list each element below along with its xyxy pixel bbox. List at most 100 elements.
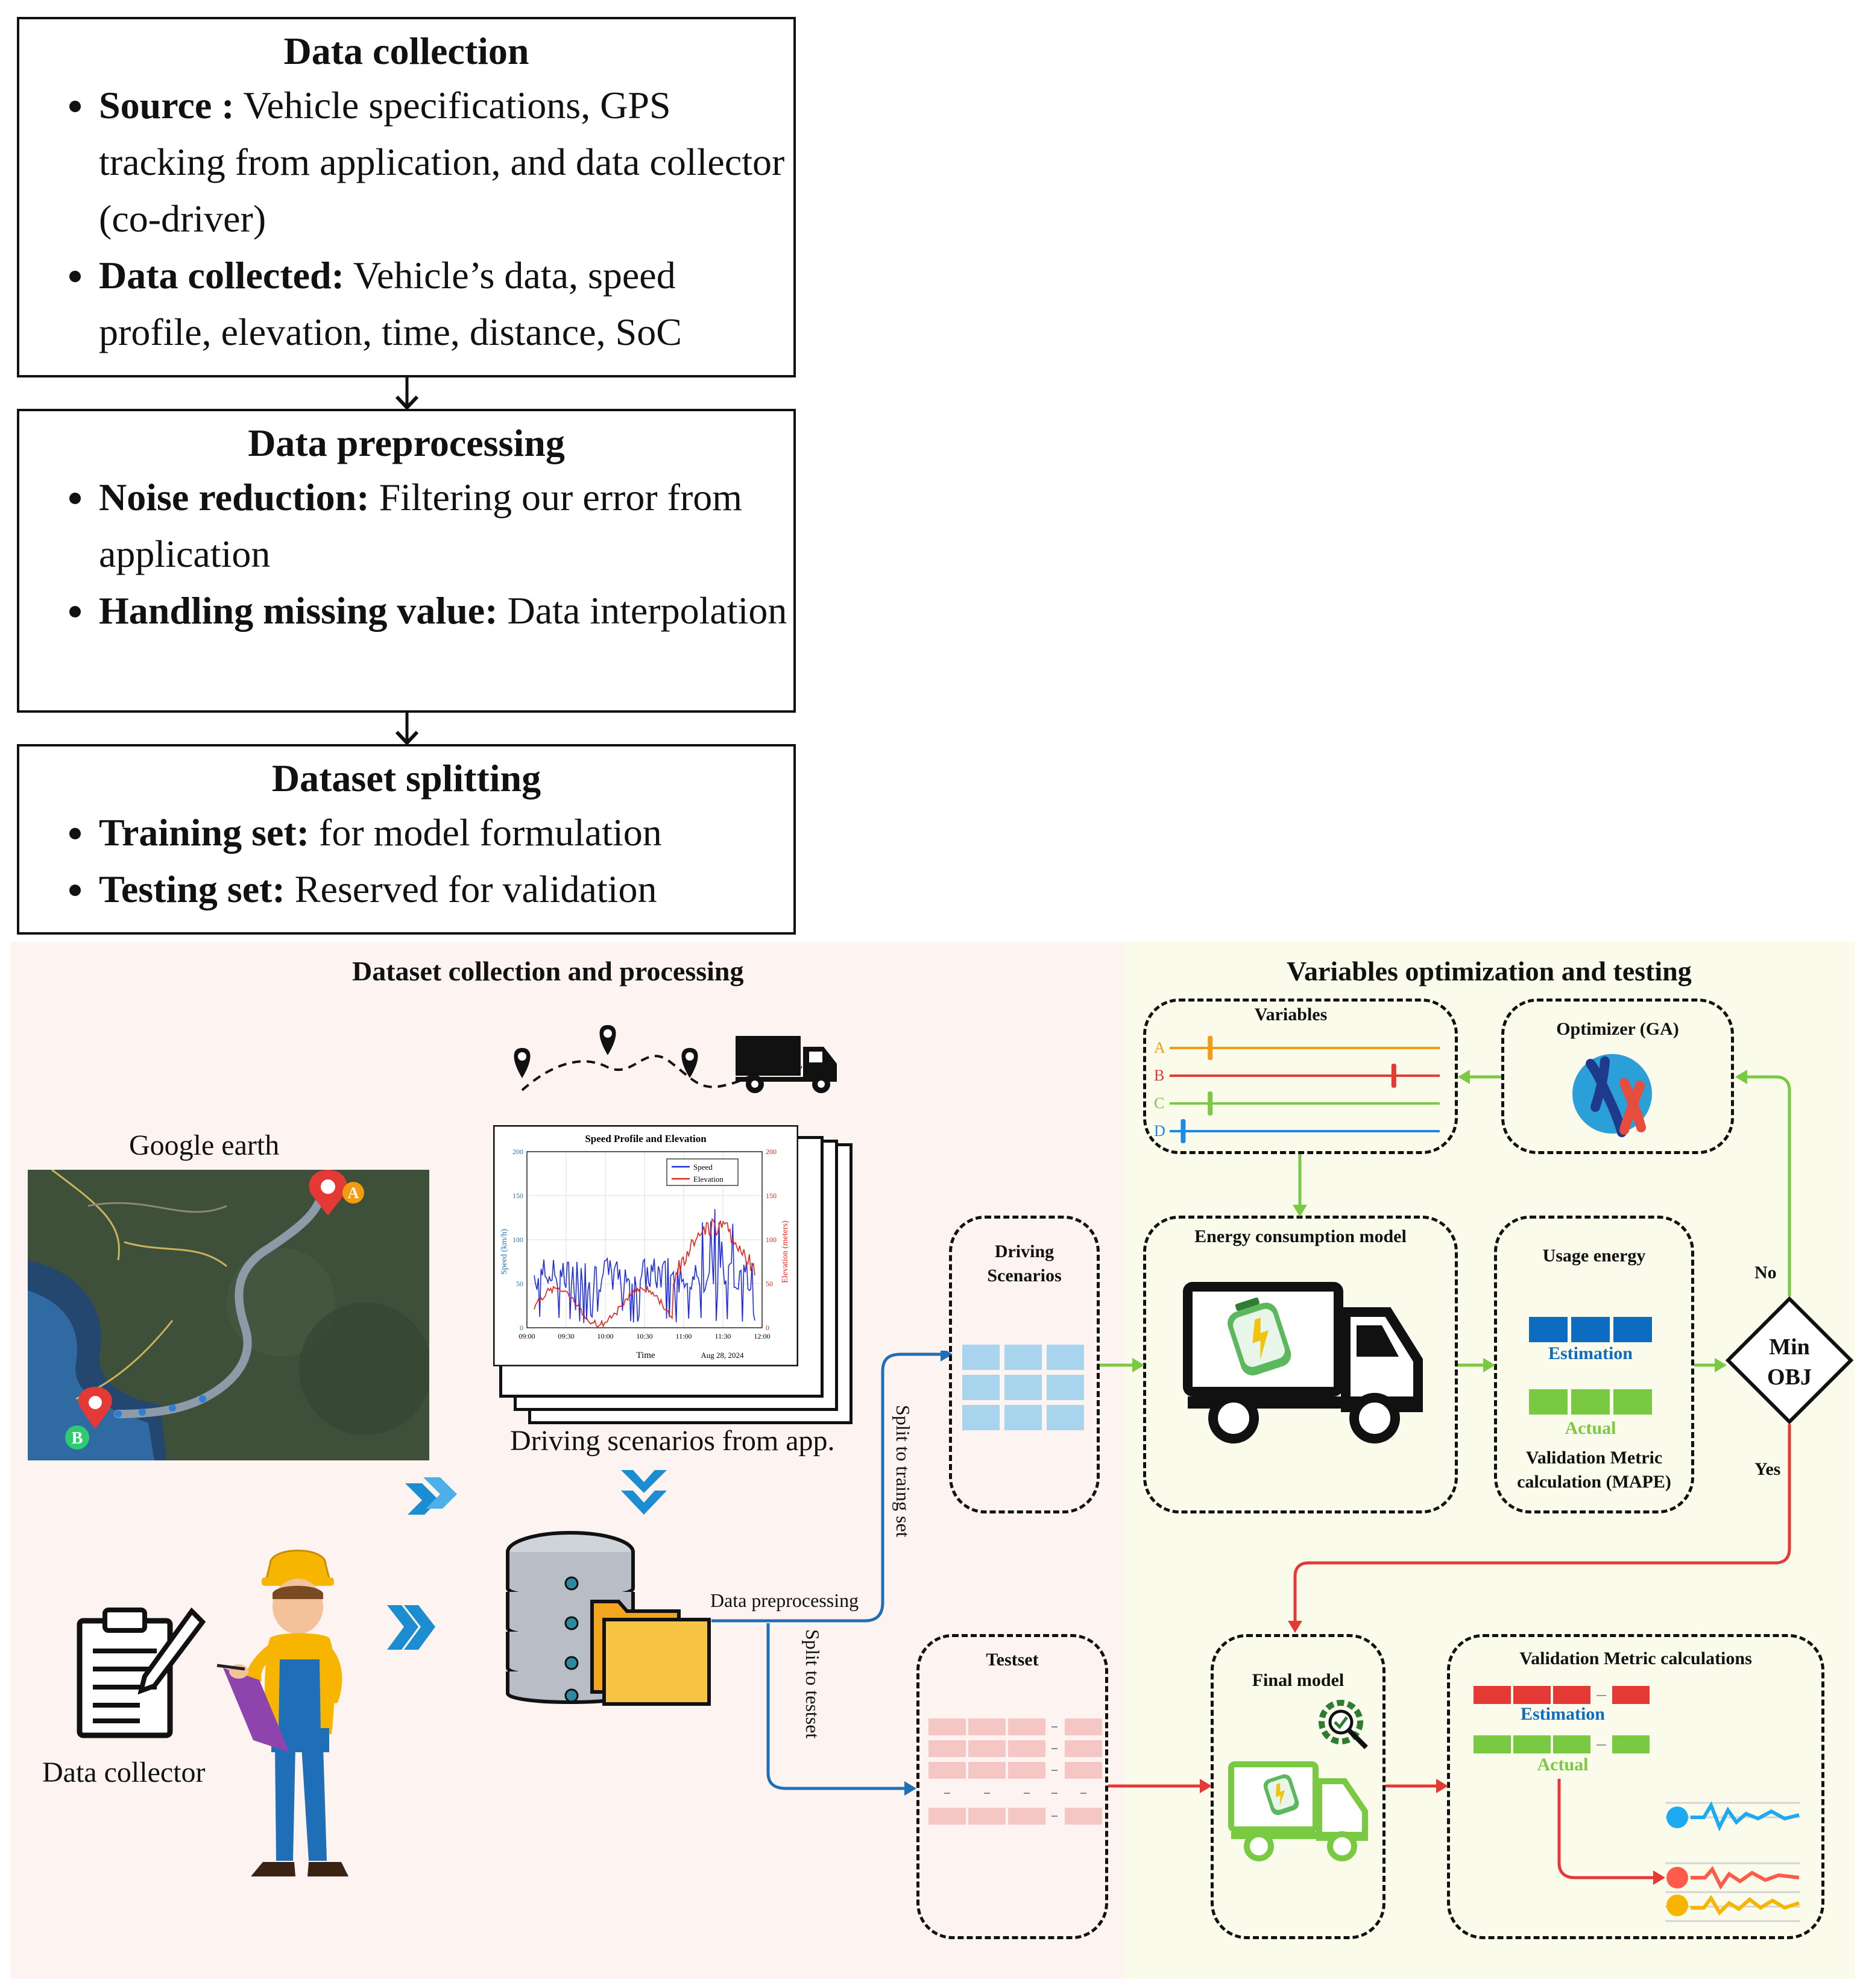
speed-elevation-chart: Speed Profile and Elevation 09:00 09:30 10… xyxy=(493,1125,798,1366)
data-collector-label: Data collector xyxy=(42,1756,206,1788)
estimation-bars xyxy=(1529,1317,1652,1342)
y-tick-right: 100 xyxy=(766,1235,777,1244)
chevron-right-icon xyxy=(387,1605,435,1650)
truck-icon xyxy=(736,1036,837,1093)
left-panel-background xyxy=(11,942,1125,1979)
flow-arrow-1 xyxy=(395,377,419,411)
split-test-label: Split to testset xyxy=(802,1629,824,1739)
usage-actual-label: Actual xyxy=(1565,1418,1616,1438)
training-grid xyxy=(962,1345,1084,1430)
left-panel-title: Dataset collection and processing xyxy=(352,956,744,986)
variables-box xyxy=(1143,999,1458,1154)
validation-calcs-box xyxy=(1447,1634,1824,1939)
split-training-label: Split to traing set xyxy=(892,1405,914,1538)
variable-handle xyxy=(1208,1091,1213,1115)
x-tick-label: 10:30 xyxy=(636,1332,652,1340)
data-collected-item: Data collected: Vehicle’s data, speed pr… xyxy=(96,247,793,361)
variables-label: Variables xyxy=(1254,1005,1328,1024)
split-arrows xyxy=(711,1351,953,1796)
y-tick-left: 150 xyxy=(512,1191,523,1200)
google-earth-map: A B xyxy=(28,1170,429,1460)
clipboard-icon xyxy=(77,1607,206,1738)
ev-truck-icon xyxy=(1183,1282,1423,1444)
map-pin-icon xyxy=(681,1048,698,1078)
x-tick-label: 11:30 xyxy=(715,1332,731,1340)
final-model-box xyxy=(1211,1634,1385,1939)
usage-estimation-label: Estimation xyxy=(1548,1343,1633,1363)
y-tick-left: 0 xyxy=(520,1324,523,1332)
testing-set-item: Testing set: Reserved for validation xyxy=(96,861,793,918)
legend-elevation: Elevation xyxy=(693,1175,723,1184)
y-tick-left: 50 xyxy=(516,1280,523,1288)
yes-label: Yes xyxy=(1754,1459,1781,1479)
flow-arrow-2 xyxy=(395,713,419,746)
database-folder-icon xyxy=(506,1531,711,1706)
data-preprocessing-list: Noise reduction: Filtering our error fro… xyxy=(19,469,793,639)
val-actual-label: Actual xyxy=(1537,1755,1589,1775)
map-pin-icon xyxy=(599,1025,616,1055)
no-label: No xyxy=(1754,1263,1777,1283)
gear-search-icon xyxy=(1319,1700,1368,1749)
data-collection-list: Source : Vehicle specifications, GPS tra… xyxy=(19,77,793,361)
noise-reduction-item: Noise reduction: Filtering our error fro… xyxy=(96,469,793,582)
green-truck-icon xyxy=(1228,1761,1368,1861)
chromosome-icon xyxy=(1572,1054,1652,1137)
chart-legend: Speed Elevation xyxy=(666,1158,739,1186)
right-panel-title: Variables optimization and testing xyxy=(1287,956,1692,986)
min-obj-line1: Min xyxy=(1769,1334,1810,1360)
min-obj-line2: OBJ xyxy=(1767,1365,1812,1390)
chart-title: Speed Profile and Elevation xyxy=(585,1133,707,1144)
variable-handle xyxy=(1391,1064,1396,1088)
svg-text:A: A xyxy=(348,1184,359,1202)
val-estimation-label: Estimation xyxy=(1520,1704,1605,1724)
actual-bars xyxy=(1529,1389,1652,1415)
map-pin-icon xyxy=(514,1048,531,1078)
validation-mape-label: Validation Metric calculation (MAPE) xyxy=(1517,1448,1671,1492)
val-actual-bars xyxy=(1474,1735,1650,1753)
driving-scenarios-label: Driving Scenarios xyxy=(987,1242,1062,1286)
x-tick-label: 09:30 xyxy=(558,1332,574,1340)
svg-text:B: B xyxy=(72,1429,83,1448)
variable-letter: A xyxy=(1154,1039,1165,1056)
data-collection-box: Data collection Source : Vehicle specifi… xyxy=(17,17,796,377)
min-obj-decision xyxy=(1726,1296,1853,1424)
worker-figure xyxy=(216,1550,348,1876)
driving-scenarios-box xyxy=(949,1216,1100,1513)
speed-series xyxy=(534,1209,755,1324)
testset-box xyxy=(916,1634,1108,1939)
x-tick-label: 12:00 xyxy=(754,1332,770,1340)
y-tick-left: 100 xyxy=(512,1235,523,1244)
driving-scenarios-app-label: Driving scenarios from app. xyxy=(510,1425,835,1457)
variable-handle xyxy=(1181,1119,1186,1143)
chart-xlabel: Time xyxy=(636,1351,655,1360)
elevation-series xyxy=(534,1217,755,1328)
data-preprocessing-label: Data preprocessing xyxy=(710,1589,859,1611)
variable-letter: B xyxy=(1154,1067,1164,1084)
legend-speed: Speed xyxy=(693,1163,713,1172)
variable-letter: D xyxy=(1154,1122,1165,1140)
optimizer-box xyxy=(1501,999,1734,1154)
x-tick-label: 11:00 xyxy=(676,1332,692,1340)
variable-handle xyxy=(1208,1036,1213,1060)
dataset-splitting-title: Dataset splitting xyxy=(271,757,541,800)
missing-value-item: Handling missing value: Data interpolati… xyxy=(96,582,793,639)
validation-calcs-label: Validation Metric calculations xyxy=(1519,1649,1752,1668)
metric-lines-icon xyxy=(1557,1779,1800,1922)
source-item: Source : Vehicle specifications, GPS tra… xyxy=(96,77,793,247)
training-set-item: Training set: for model formulation xyxy=(96,804,793,861)
energy-model-label: Energy consumption model xyxy=(1194,1226,1407,1246)
y-tick-left: 200 xyxy=(512,1147,523,1156)
chart-date: Aug 28, 2024 xyxy=(701,1351,744,1360)
chart-ylabel-left: Speed (km/h) xyxy=(500,1229,509,1275)
y-tick-right: 50 xyxy=(766,1280,773,1288)
testset-grid xyxy=(928,1718,1102,1825)
usage-energy-label: Usage energy xyxy=(1542,1246,1646,1266)
data-preprocessing-title: Data preprocessing xyxy=(248,421,565,464)
chevron-down-right-icon xyxy=(405,1477,457,1515)
x-tick-label: 09:00 xyxy=(519,1332,535,1340)
y-tick-right: 200 xyxy=(766,1147,777,1156)
dataset-splitting-box: Dataset splitting Training set: for mode… xyxy=(17,744,796,935)
x-tick-label: 10:00 xyxy=(597,1332,613,1340)
battery-icon xyxy=(1228,1297,1291,1376)
